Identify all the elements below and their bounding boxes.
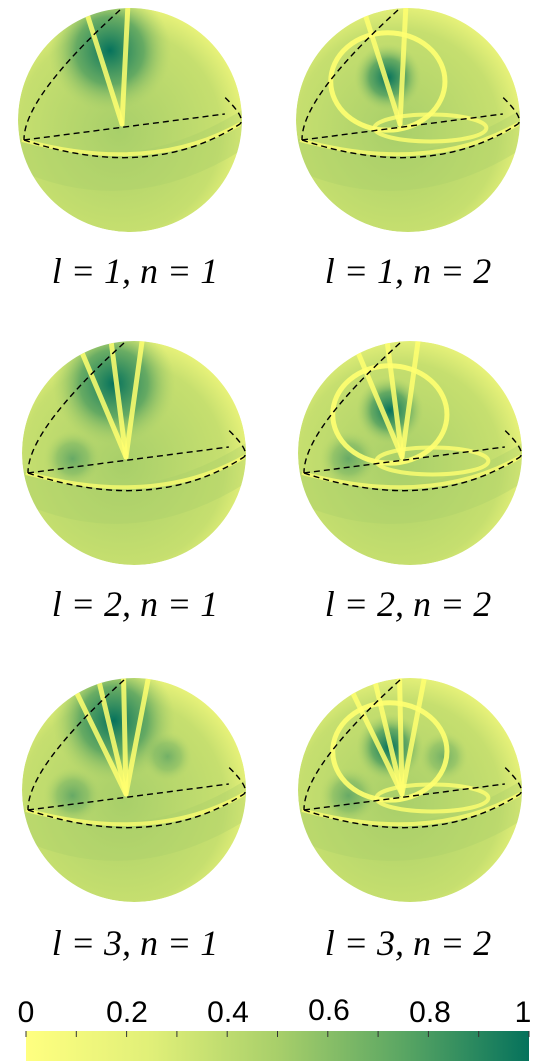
panel-label-l3-n1: l = 3, n = 1 bbox=[52, 923, 219, 963]
meridian-cut-line bbox=[27, 679, 125, 811]
equator-cut-line bbox=[27, 793, 245, 829]
sphere-surface bbox=[22, 341, 246, 565]
radial-cut-line bbox=[27, 783, 229, 811]
panel-label-l2-n1: l = 2, n = 1 bbox=[52, 584, 219, 624]
equator-cut-line bbox=[303, 456, 521, 492]
panel-l1-n2 bbox=[296, 8, 521, 232]
rim-cut-line bbox=[228, 767, 247, 795]
sphere-surface bbox=[296, 8, 520, 232]
panel-l3-n1 bbox=[22, 678, 247, 902]
radial-cut-line bbox=[303, 446, 505, 474]
radial-cut-line bbox=[301, 113, 503, 141]
panel-label-l2-n2: l = 2, n = 2 bbox=[325, 584, 492, 624]
rim-cut-line bbox=[504, 430, 523, 458]
sphere-surface bbox=[298, 341, 522, 565]
panel-label-l1-n1: l = 1, n = 1 bbox=[52, 251, 219, 291]
rim-cut-line bbox=[502, 97, 521, 125]
meridian-cut-line bbox=[301, 9, 399, 141]
colorbar-tick-3: 0.6 bbox=[308, 994, 350, 1027]
sphere-surface bbox=[18, 8, 242, 232]
equator-cut-line bbox=[27, 456, 245, 492]
radial-cut-line bbox=[23, 113, 225, 141]
sphere-surface bbox=[22, 678, 246, 902]
rim-cut-line bbox=[224, 97, 243, 125]
colorbar-tick-marks bbox=[25, 1031, 530, 1037]
radial-cut-line bbox=[303, 783, 505, 811]
equator-cut-line bbox=[303, 793, 521, 829]
colorbar-tick-0: 0 bbox=[18, 996, 35, 1029]
equator-cut-line bbox=[23, 123, 241, 159]
meridian-cut-line bbox=[27, 342, 125, 474]
rim-cut-line bbox=[504, 767, 523, 795]
colorbar: 0 0.2 0.4 0.6 0.8 1 bbox=[18, 994, 532, 1061]
panel-l2-n2 bbox=[298, 341, 523, 565]
panel-l1-n1 bbox=[18, 8, 243, 232]
meridian-cut-line bbox=[303, 679, 401, 811]
radial-cut-line bbox=[27, 446, 229, 474]
panel-label-l1-n2: l = 1, n = 2 bbox=[325, 251, 492, 291]
colorbar-tick-1: 0.2 bbox=[106, 996, 148, 1029]
equator-cut-line bbox=[301, 123, 519, 159]
panel-label-l3-n2: l = 3, n = 2 bbox=[325, 923, 492, 963]
colorbar-tick-2: 0.4 bbox=[207, 996, 249, 1029]
colorbar-tick-5: 1 bbox=[515, 996, 532, 1029]
meridian-cut-line bbox=[303, 342, 401, 474]
panel-l3-n2 bbox=[298, 678, 523, 902]
meridian-cut-line bbox=[23, 9, 121, 141]
panel-l2-n1 bbox=[22, 341, 247, 565]
colorbar-tick-4: 0.8 bbox=[409, 996, 451, 1029]
sphere-surface bbox=[298, 678, 522, 902]
rim-cut-line bbox=[228, 430, 247, 458]
